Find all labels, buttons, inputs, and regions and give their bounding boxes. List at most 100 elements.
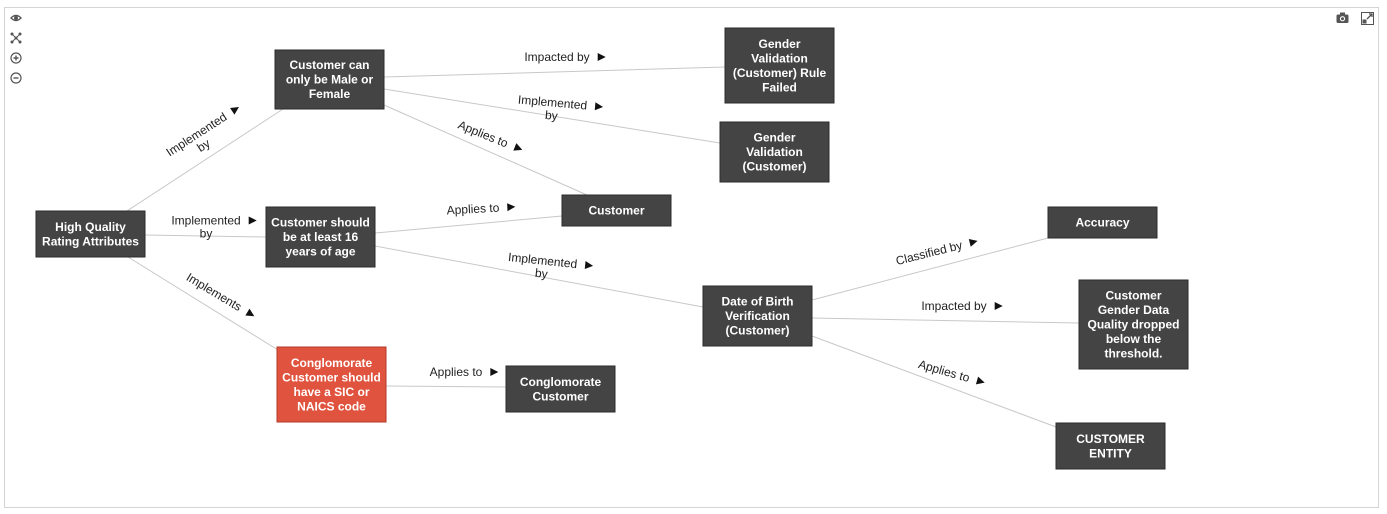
node-label: CUSTOMER bbox=[1076, 432, 1145, 446]
node-label: below the bbox=[1106, 332, 1162, 346]
edge-hq-sic bbox=[127, 256, 279, 351]
node-label: Customer bbox=[532, 389, 588, 403]
node-label: only be Male or bbox=[286, 73, 374, 87]
zoom-in-icon[interactable] bbox=[10, 52, 22, 64]
edge-hq-age bbox=[144, 234, 267, 238]
arrow-icon bbox=[245, 308, 255, 317]
node-box bbox=[265, 206, 376, 268]
node-box bbox=[1078, 279, 1189, 370]
edge-label-text: Applies to bbox=[456, 118, 510, 151]
node-label: (Customer) bbox=[725, 324, 789, 338]
node-label: (Customer) Rule bbox=[733, 66, 827, 80]
edge-label-dob-acc: Classified by bbox=[894, 238, 978, 268]
zoom-out-icon[interactable] bbox=[10, 72, 22, 84]
node-label: Customer bbox=[588, 204, 644, 218]
node-cust[interactable]: Customer bbox=[561, 194, 672, 227]
camera-icon[interactable] bbox=[1336, 12, 1349, 24]
arrow-icon bbox=[994, 302, 1003, 310]
eye-icon[interactable] bbox=[10, 12, 22, 24]
node-label: threshold. bbox=[1104, 347, 1162, 361]
edge-layer bbox=[126, 66, 1080, 428]
node-label: High Quality bbox=[55, 220, 126, 234]
arrow-icon bbox=[968, 238, 978, 247]
arrow-icon bbox=[594, 102, 604, 111]
node-label: Date of Birth bbox=[722, 295, 794, 309]
edge-label-mf-gvrf: Impacted by bbox=[524, 50, 606, 64]
edge-mf-gvrf bbox=[383, 66, 726, 78]
graph-canvas-frame bbox=[4, 7, 1379, 508]
node-label: Validation bbox=[751, 51, 808, 65]
node-box bbox=[724, 27, 835, 104]
node-label: Customer should bbox=[282, 370, 381, 384]
edge-label-text: Implemented bbox=[164, 110, 230, 160]
edge-age-dob bbox=[374, 245, 704, 308]
edge-label-text: Classified by bbox=[894, 238, 963, 268]
edge-label-text: by bbox=[534, 266, 548, 281]
node-label: NAICS code bbox=[297, 399, 366, 413]
arrow-icon bbox=[584, 261, 594, 269]
edge-label-dob-ce: Applies to bbox=[917, 357, 985, 385]
node-label: Female bbox=[309, 87, 351, 101]
node-label: Verification bbox=[725, 309, 790, 323]
edge-dob-acc bbox=[811, 237, 1049, 301]
arrow-icon bbox=[248, 216, 257, 225]
node-box bbox=[702, 285, 813, 347]
edge-label-text: Implemented bbox=[517, 93, 587, 113]
edge-label-text: by bbox=[545, 108, 559, 123]
node-label: Accuracy bbox=[1075, 216, 1129, 230]
node-label: ENTITY bbox=[1089, 446, 1132, 460]
node-box bbox=[561, 194, 672, 227]
node-label: (Customer) bbox=[742, 160, 806, 174]
edge-mf-gv bbox=[383, 88, 721, 144]
node-label: Customer should bbox=[271, 216, 370, 230]
node-label: Quality dropped bbox=[1087, 318, 1179, 332]
edge-label-text: Impacted by bbox=[524, 50, 589, 64]
node-box bbox=[1055, 422, 1166, 470]
edge-hq-mf bbox=[126, 108, 284, 212]
node-label: Rating Attributes bbox=[42, 234, 139, 248]
edge-sic-cc bbox=[385, 385, 507, 388]
node-label: Conglomorate bbox=[520, 375, 602, 389]
arrow-icon bbox=[513, 143, 523, 151]
node-label: Failed bbox=[762, 80, 797, 94]
node-label: years of age bbox=[285, 245, 355, 259]
node-box bbox=[1047, 206, 1158, 239]
node-box bbox=[276, 346, 387, 423]
node-label: Gender bbox=[758, 37, 800, 51]
edge-label-dob-cgdq: Impacted by bbox=[921, 299, 1003, 313]
node-label: Conglomorate bbox=[291, 356, 373, 370]
node-label: Customer can bbox=[289, 58, 369, 72]
edge-label-mf-cust: Applies to bbox=[456, 118, 523, 151]
edge-label-sic-cc: Applies to bbox=[430, 365, 499, 379]
network-layout-icon[interactable] bbox=[10, 32, 22, 44]
node-label: Gender Data bbox=[1098, 303, 1170, 317]
arrow-icon bbox=[230, 106, 239, 115]
arrow-icon bbox=[507, 203, 516, 212]
node-acc[interactable]: Accuracy bbox=[1047, 206, 1158, 239]
node-box bbox=[505, 365, 616, 413]
fullscreen-icon[interactable] bbox=[1361, 12, 1374, 25]
edge-label-text: Implements bbox=[184, 270, 244, 314]
edge-label-text: Applies to bbox=[446, 201, 500, 218]
node-label: Customer bbox=[1105, 289, 1161, 303]
node-label: Validation bbox=[746, 145, 803, 159]
node-label: Gender bbox=[753, 131, 795, 145]
edge-age-cust bbox=[374, 215, 563, 234]
node-box bbox=[274, 49, 385, 110]
edge-mf-cust bbox=[383, 104, 588, 196]
